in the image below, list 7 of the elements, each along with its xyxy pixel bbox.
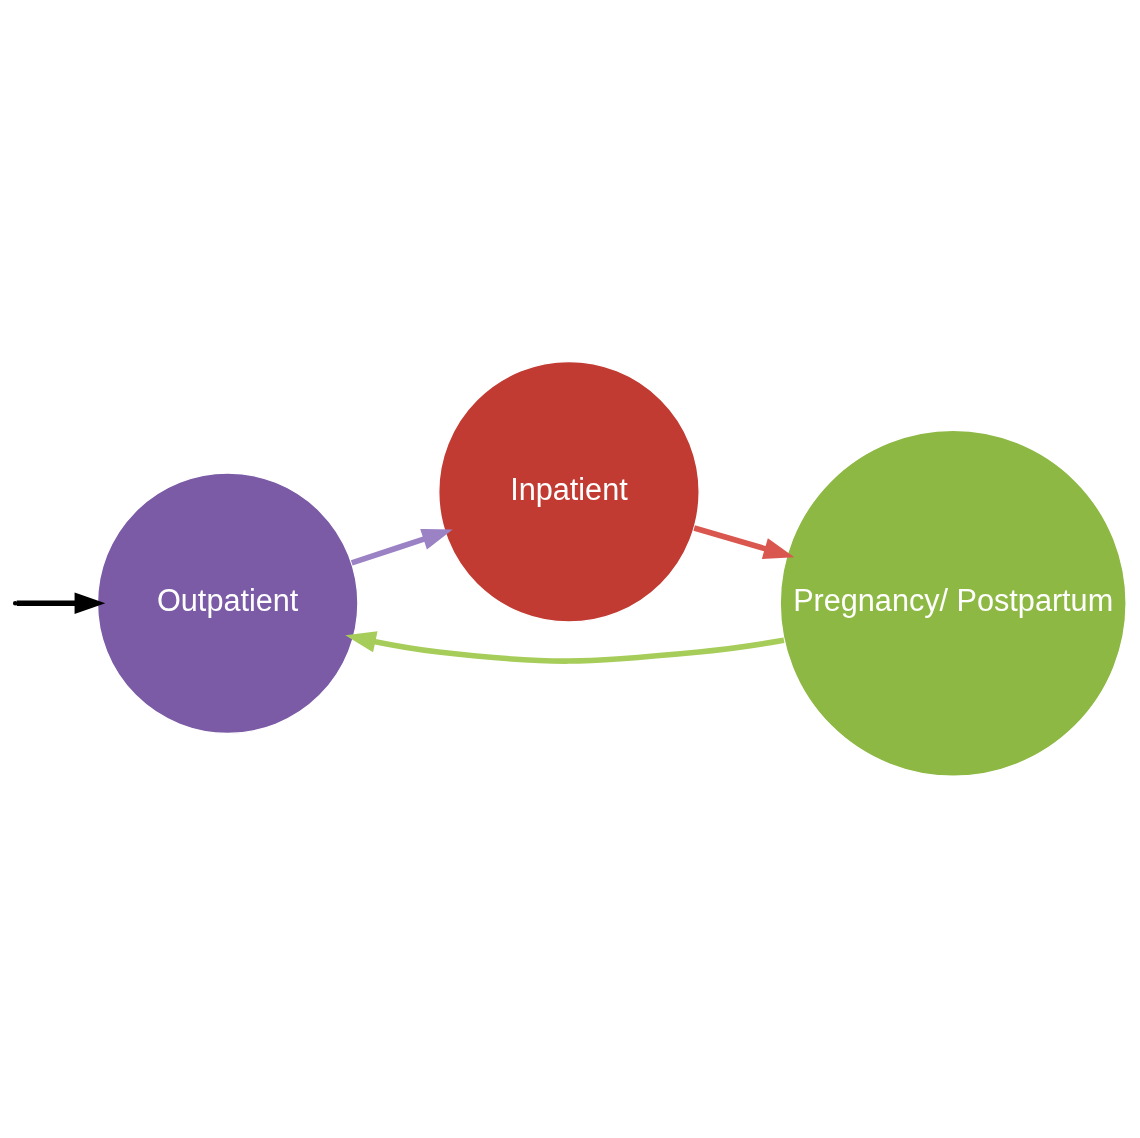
- node-circle: Inpatient: [438, 360, 700, 623]
- arrow: [693, 525, 795, 559]
- node-circle: Pregnancy/ Postpartum: [779, 429, 1127, 777]
- arrow: [16, 592, 106, 614]
- arrow: [350, 529, 453, 566]
- node-circle: Outpatient: [96, 472, 359, 735]
- arrow: [345, 631, 785, 664]
